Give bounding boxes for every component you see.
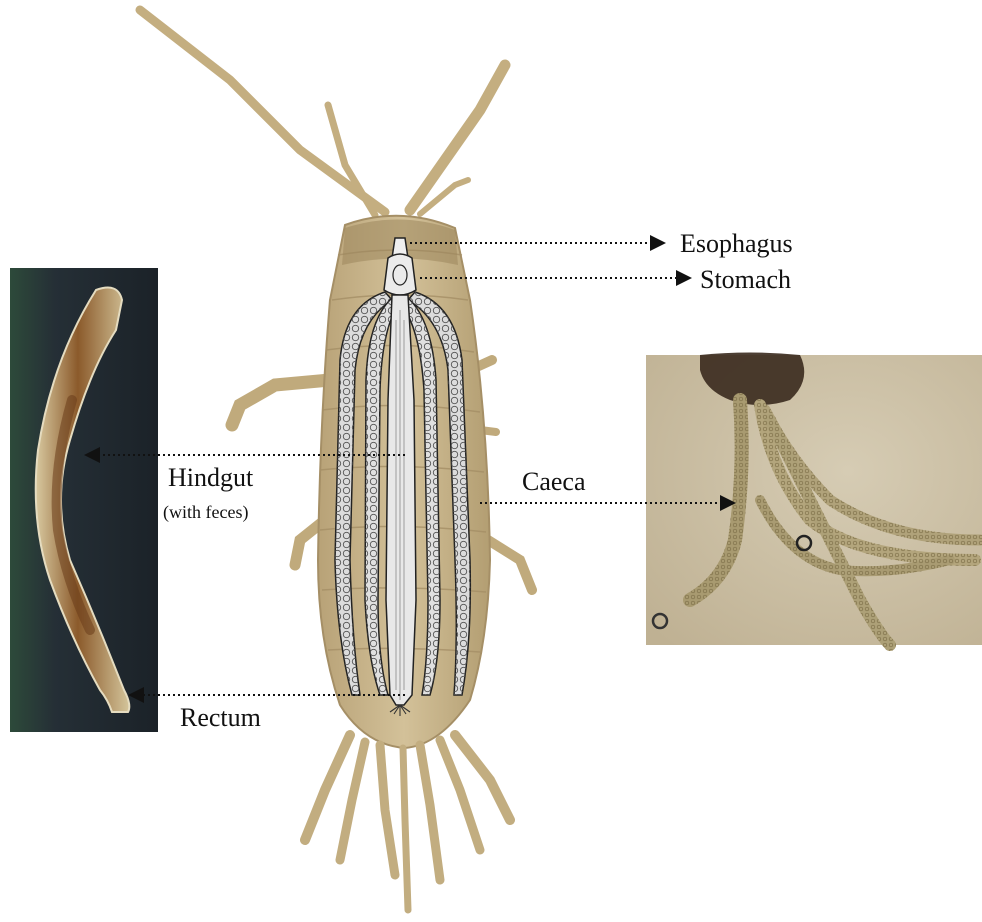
label-hindgut: Hindgut <box>168 465 253 491</box>
stomach-structure <box>384 254 416 295</box>
label-caeca: Caeca <box>522 469 586 495</box>
amphipod-body <box>140 10 532 910</box>
label-rectum: Rectum <box>180 705 261 731</box>
label-hindgut-note: (with feces) <box>163 503 248 521</box>
hindgut-photo <box>10 268 158 732</box>
label-stomach: Stomach <box>700 267 791 293</box>
hindgut-structure <box>386 295 416 705</box>
caeca-photo <box>646 353 982 646</box>
label-esophagus: Esophagus <box>680 231 793 257</box>
